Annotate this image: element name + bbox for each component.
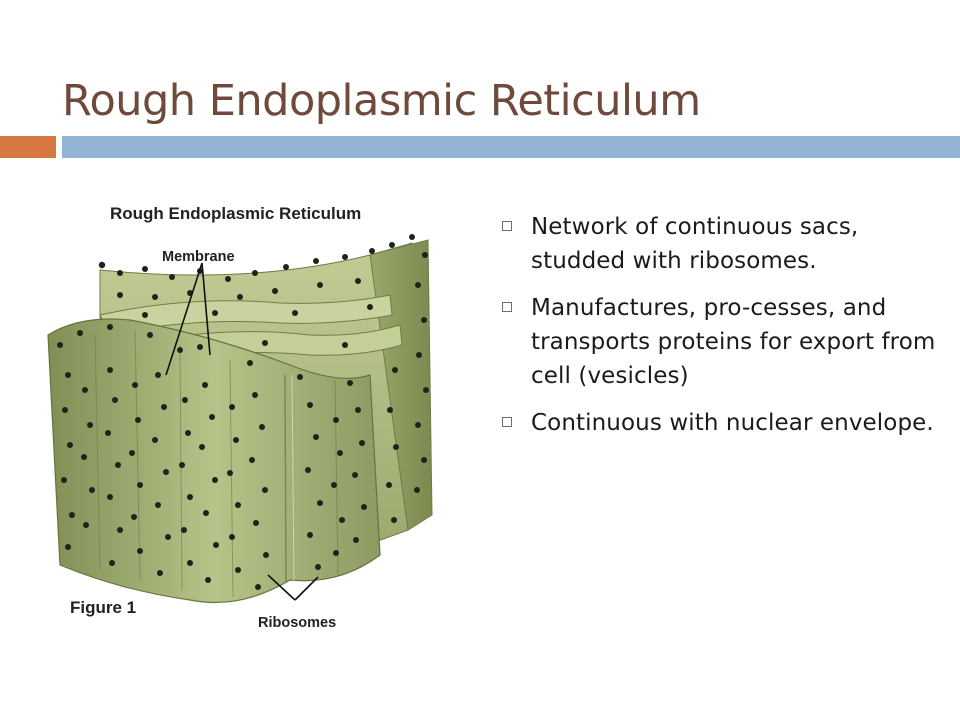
rer-figure: Rough Endoplasmic Reticulum Membrane Rib… [40, 185, 460, 640]
figure-heading: Rough Endoplasmic Reticulum [110, 204, 361, 223]
square-bullet-icon [502, 417, 512, 427]
rer-illustration: Rough Endoplasmic Reticulum Membrane Rib… [47, 204, 433, 631]
bullet-list: Network of continuous sacs, studded with… [502, 210, 942, 453]
accent-bar-blue [62, 136, 960, 158]
square-bullet-icon [502, 302, 512, 312]
ribosome-pointer [267, 574, 319, 601]
cisterna-fold [99, 294, 393, 336]
slide-title: Rough Endoplasmic Reticulum [62, 76, 701, 126]
square-bullet-icon [502, 221, 512, 231]
membrane-pointer [165, 262, 211, 376]
bullet-item: Continuous with nuclear envelope. [502, 406, 942, 440]
membrane-label: Membrane [162, 249, 235, 265]
accent-bar-orange [0, 136, 56, 158]
membrane-sheet-front [47, 318, 381, 604]
bullet-text: Manufactures, pro-cesses, and transports… [531, 295, 936, 389]
bullet-text: Continuous with nuclear envelope. [531, 410, 934, 436]
bullet-item: Manufactures, pro-cesses, and transports… [502, 291, 942, 393]
bullet-text: Network of continuous sacs, studded with… [531, 214, 859, 274]
ribosome-dots [57, 234, 429, 590]
figure-caption: Figure 1 [70, 598, 136, 617]
ribosomes-label: Ribosomes [258, 615, 336, 631]
bullet-item: Network of continuous sacs, studded with… [502, 210, 942, 278]
